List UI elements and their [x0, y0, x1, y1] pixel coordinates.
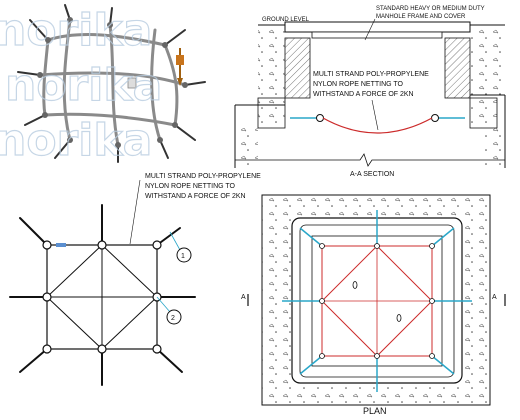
- svg-text:norika: norika: [5, 60, 162, 111]
- callout-2: [166, 309, 182, 325]
- section-marker-right: A: [492, 294, 497, 301]
- section-marker-left: A: [241, 294, 246, 301]
- net-diagram-label: MULTI STRAND POLY-PROPYLENE: [145, 173, 261, 180]
- net-label: MULTI STRAND POLY-PROPYLENE: [313, 71, 429, 78]
- svg-text:norika: norika: [0, 5, 152, 56]
- watermark: norika norika norika: [0, 4, 163, 166]
- section-title: A-A SECTION: [350, 171, 394, 178]
- plan-view: A A PLAN: [241, 194, 506, 416]
- svg-text:2: 2: [171, 315, 175, 322]
- net-label: NYLON ROPE NETTING TO: [313, 81, 404, 88]
- rope-net-photo: norika norika norika: [0, 0, 215, 167]
- svg-text:norika: norika: [0, 115, 152, 166]
- net-diagram: MULTI STRAND POLY-PROPYLENE NYLON ROPE N…: [9, 173, 261, 386]
- frame-label: MANHOLE FRAME AND COVER: [376, 14, 466, 20]
- plan-title: PLAN: [363, 406, 387, 416]
- ground-level-label: GROUND LEVEL: [262, 17, 310, 23]
- frame-label: STANDARD HEAVY OR MEDIUM DUTY: [376, 6, 485, 12]
- callout-1: [176, 247, 192, 263]
- svg-text:1: 1: [181, 253, 185, 260]
- anchor-bolt-icon: [176, 48, 184, 86]
- net-diagram-label: WITHSTAND A FORCE OF 2KN: [145, 193, 246, 200]
- net-diagram-label: NYLON ROPE NETTING TO: [145, 183, 236, 190]
- section-a-a: GROUND LEVEL STANDARD HEAVY OR MEDIUM DU…: [234, 6, 506, 178]
- net-label: WITHSTAND A FORCE OF 2KN: [313, 91, 414, 98]
